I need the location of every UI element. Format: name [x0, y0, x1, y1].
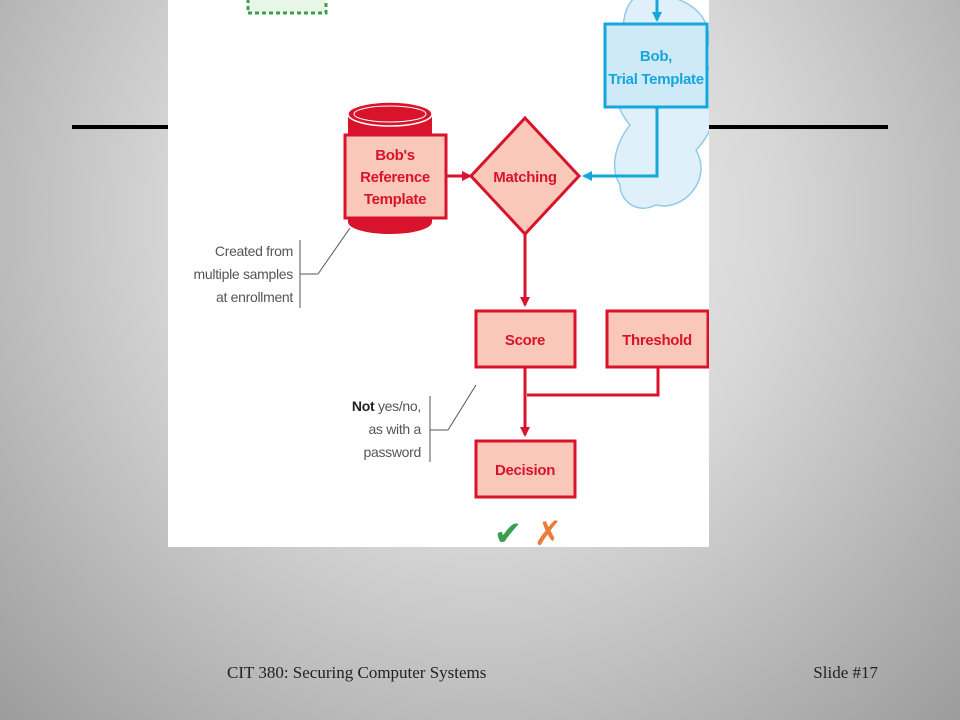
title-rule-right: [706, 125, 888, 129]
reference-label-line1: Bob's: [375, 147, 415, 164]
svg-text:Not yes/no,: Not yes/no,: [352, 398, 421, 414]
trial-label-line2: Trial Template: [608, 71, 704, 88]
matching-label: Matching: [493, 169, 557, 186]
decision-label: Decision: [495, 462, 555, 479]
matching-diamond: Matching: [468, 115, 582, 237]
threshold-box: Threshold: [605, 309, 709, 369]
cross-icon: ✗: [534, 514, 563, 547]
score-note-line2: as with a: [368, 421, 421, 437]
reference-note-line1: Created from: [215, 243, 293, 259]
check-icon: ✔: [494, 514, 523, 547]
reference-label-line3: Template: [364, 191, 426, 208]
reference-annotation: Created from multiple samples at enrollm…: [194, 227, 351, 308]
biometric-matching-diagram: Bob, Trial Template Bob's Reference Temp…: [168, 0, 709, 547]
connector-threshold-to-decision: [527, 367, 660, 397]
score-box: Score: [474, 309, 577, 369]
score-note-bold: Not: [352, 398, 375, 414]
decision-box: Decision: [474, 439, 577, 499]
reference-note-line3: at enrollment: [216, 289, 293, 305]
footer-slide-number: Slide #17: [813, 663, 878, 682]
score-note-line3: password: [363, 444, 421, 460]
score-label: Score: [505, 332, 545, 349]
score-note-rest: yes/no,: [374, 398, 421, 414]
trial-label-line1: Bob,: [640, 48, 672, 65]
partial-dashed-box: [246, 0, 328, 15]
bob-trial-template-box: Bob, Trial Template: [603, 22, 709, 109]
score-annotation: Not yes/no, as with a password: [352, 384, 477, 462]
threshold-label: Threshold: [622, 332, 692, 349]
arrow-trial-to-matching: [582, 107, 659, 181]
reference-note-line2: multiple samples: [194, 266, 294, 282]
title-rule-left: [72, 125, 172, 129]
reference-label-line2: Reference: [360, 169, 430, 186]
footer-course: CIT 380: Securing Computer Systems: [227, 663, 487, 682]
bob-reference-template-db: Bob's Reference Template: [343, 101, 448, 234]
